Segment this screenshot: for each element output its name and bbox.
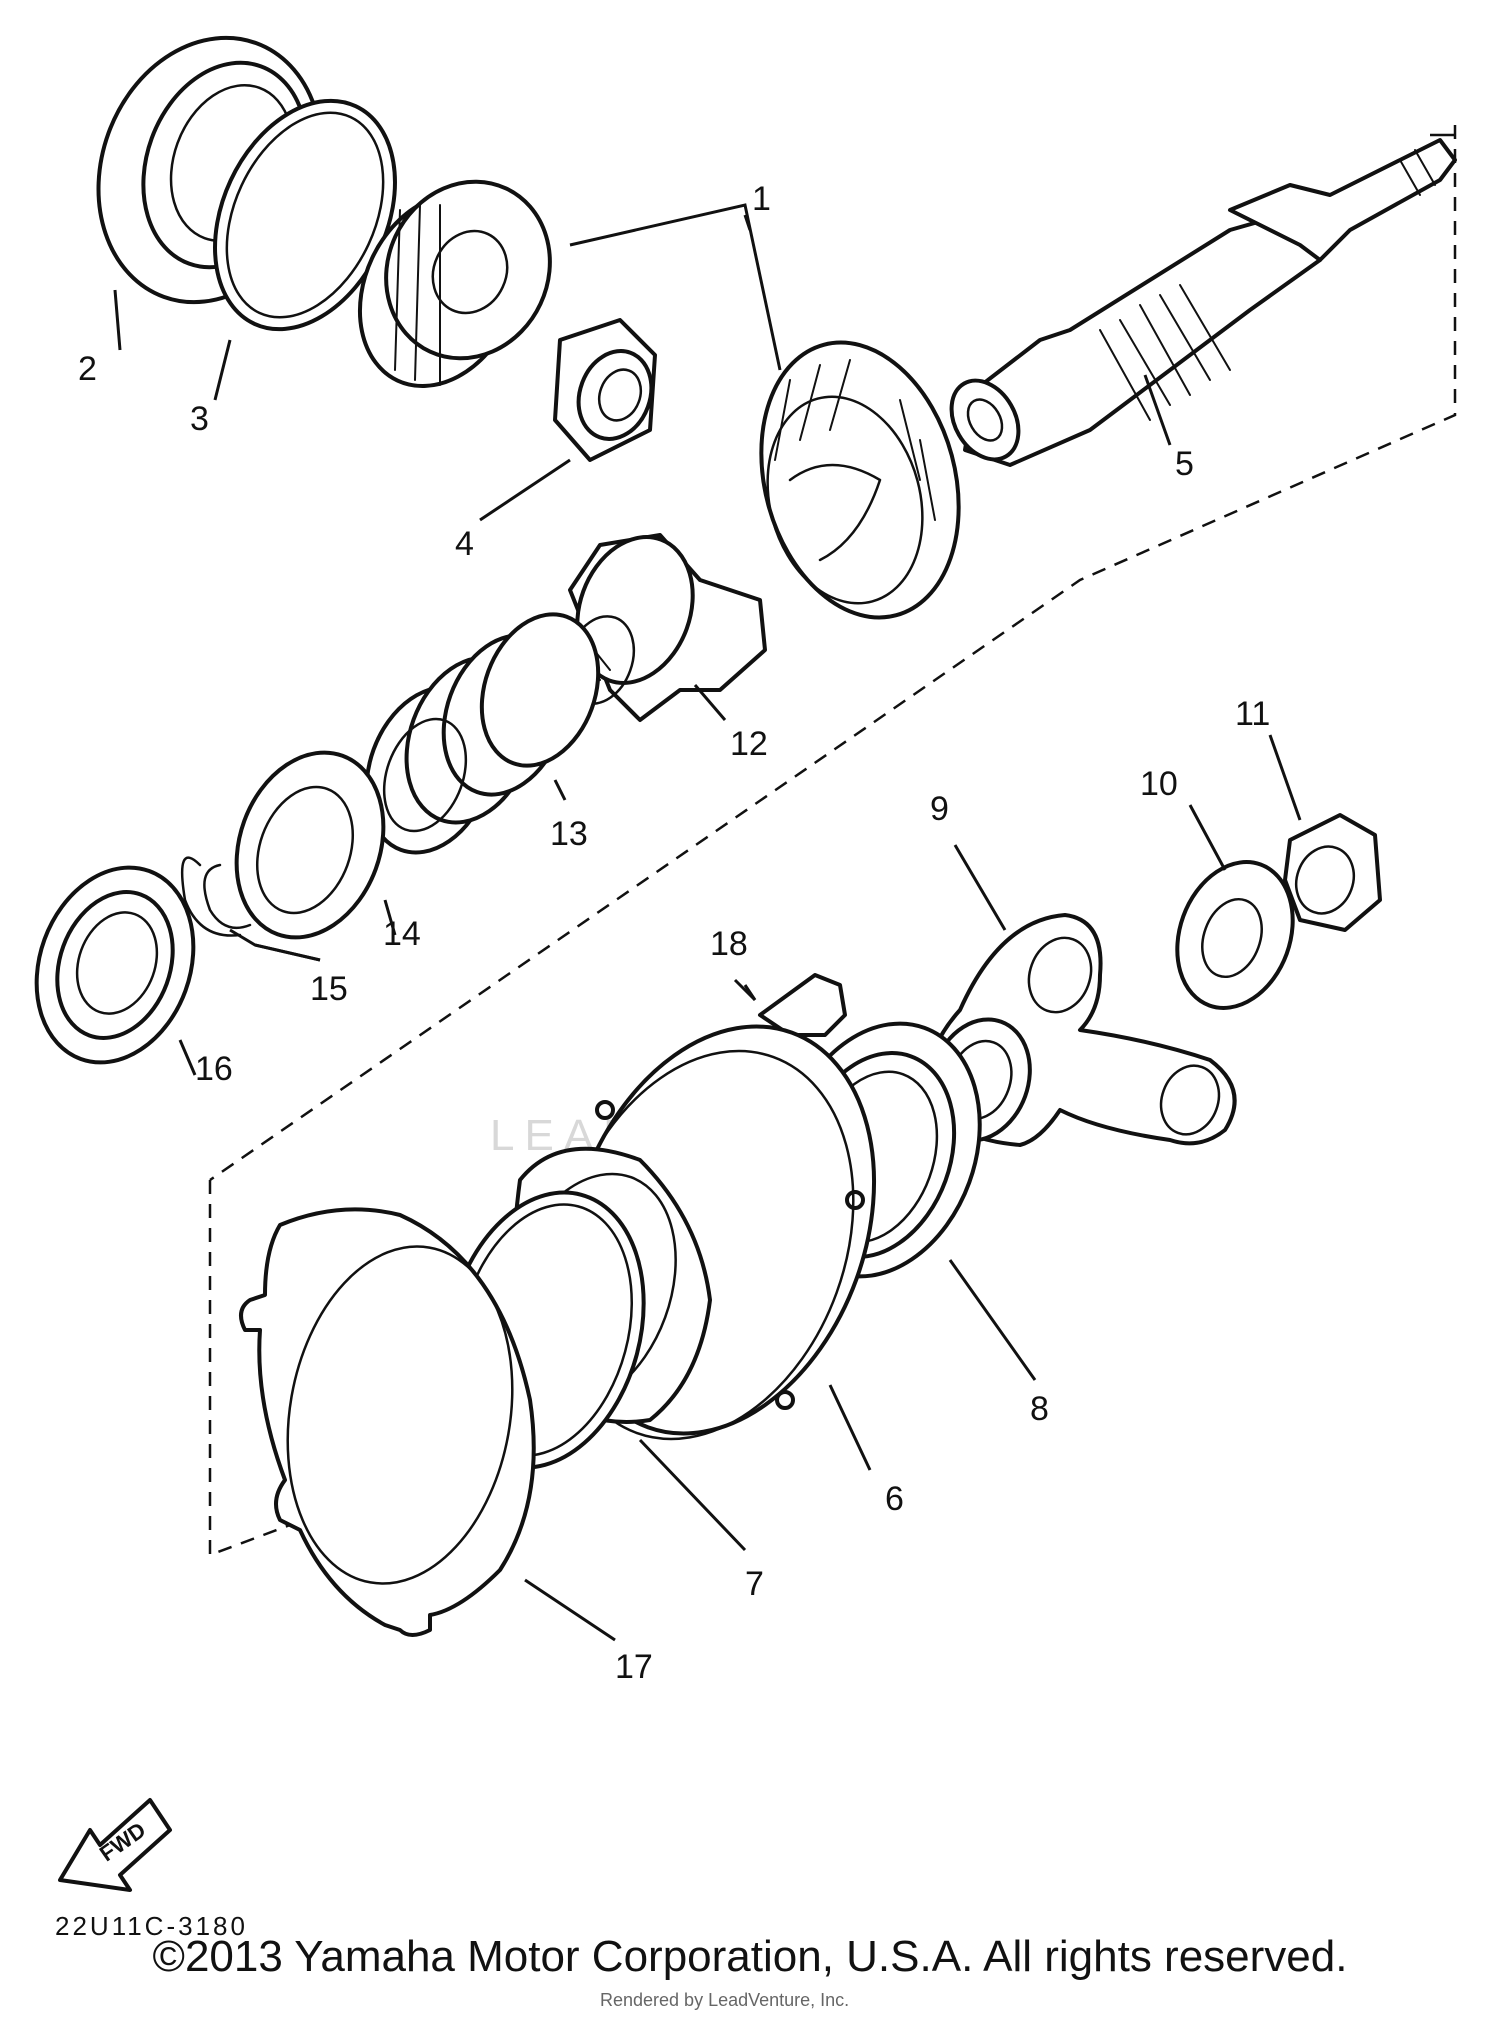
callout-3: 3 <box>190 400 209 438</box>
fwd-arrow-icon: FWD <box>58 1798 172 1892</box>
callout-1: 1 <box>752 180 771 218</box>
callout-4: 4 <box>455 525 474 563</box>
part-13-spring[interactable] <box>345 598 619 871</box>
callout-9: 9 <box>930 790 949 828</box>
callout-6: 6 <box>885 1480 904 1518</box>
rendered-by-watermark: Rendered by LeadVenture, Inc. <box>600 1990 850 2010</box>
callout-18: 18 <box>710 925 748 963</box>
part-10-washer[interactable] <box>1158 846 1313 1025</box>
part-5-drive-shaft[interactable] <box>938 138 1457 471</box>
callout-13: 13 <box>550 815 588 853</box>
part-16-bearing[interactable] <box>10 845 219 1084</box>
copyright-notice: ©2013 Yamaha Motor Corporation, U.S.A. A… <box>152 1932 1348 1981</box>
diagram-code: 22U11C-3180 <box>55 1911 248 1941</box>
part-11-nut[interactable] <box>1283 813 1382 932</box>
callout-2: 2 <box>78 350 97 388</box>
part-4-nut[interactable] <box>553 318 663 462</box>
callout-16: 16 <box>195 1050 233 1088</box>
callout-17: 17 <box>615 1648 653 1686</box>
callout-8: 8 <box>1030 1390 1049 1428</box>
callout-12: 12 <box>730 725 768 763</box>
callout-14: 14 <box>383 915 421 953</box>
callout-15: 15 <box>310 970 348 1008</box>
callout-10: 10 <box>1140 765 1178 803</box>
part-15-circlip[interactable] <box>180 856 252 937</box>
callout-7: 7 <box>745 1565 764 1603</box>
part-14-washer[interactable] <box>212 732 409 958</box>
assembly-guide-lines <box>208 125 1457 1557</box>
part-17-lock-plate[interactable] <box>239 1207 538 1637</box>
callout-5: 5 <box>1175 445 1194 483</box>
leader-lines <box>113 203 1302 1642</box>
part-1-pinion-gear[interactable] <box>330 155 579 413</box>
part-1-ring-gear[interactable] <box>732 320 988 640</box>
callout-labels: 2 3 1 4 5 12 13 14 15 16 18 9 10 11 8 6 … <box>78 180 1270 1686</box>
callout-11: 11 <box>1235 695 1270 733</box>
